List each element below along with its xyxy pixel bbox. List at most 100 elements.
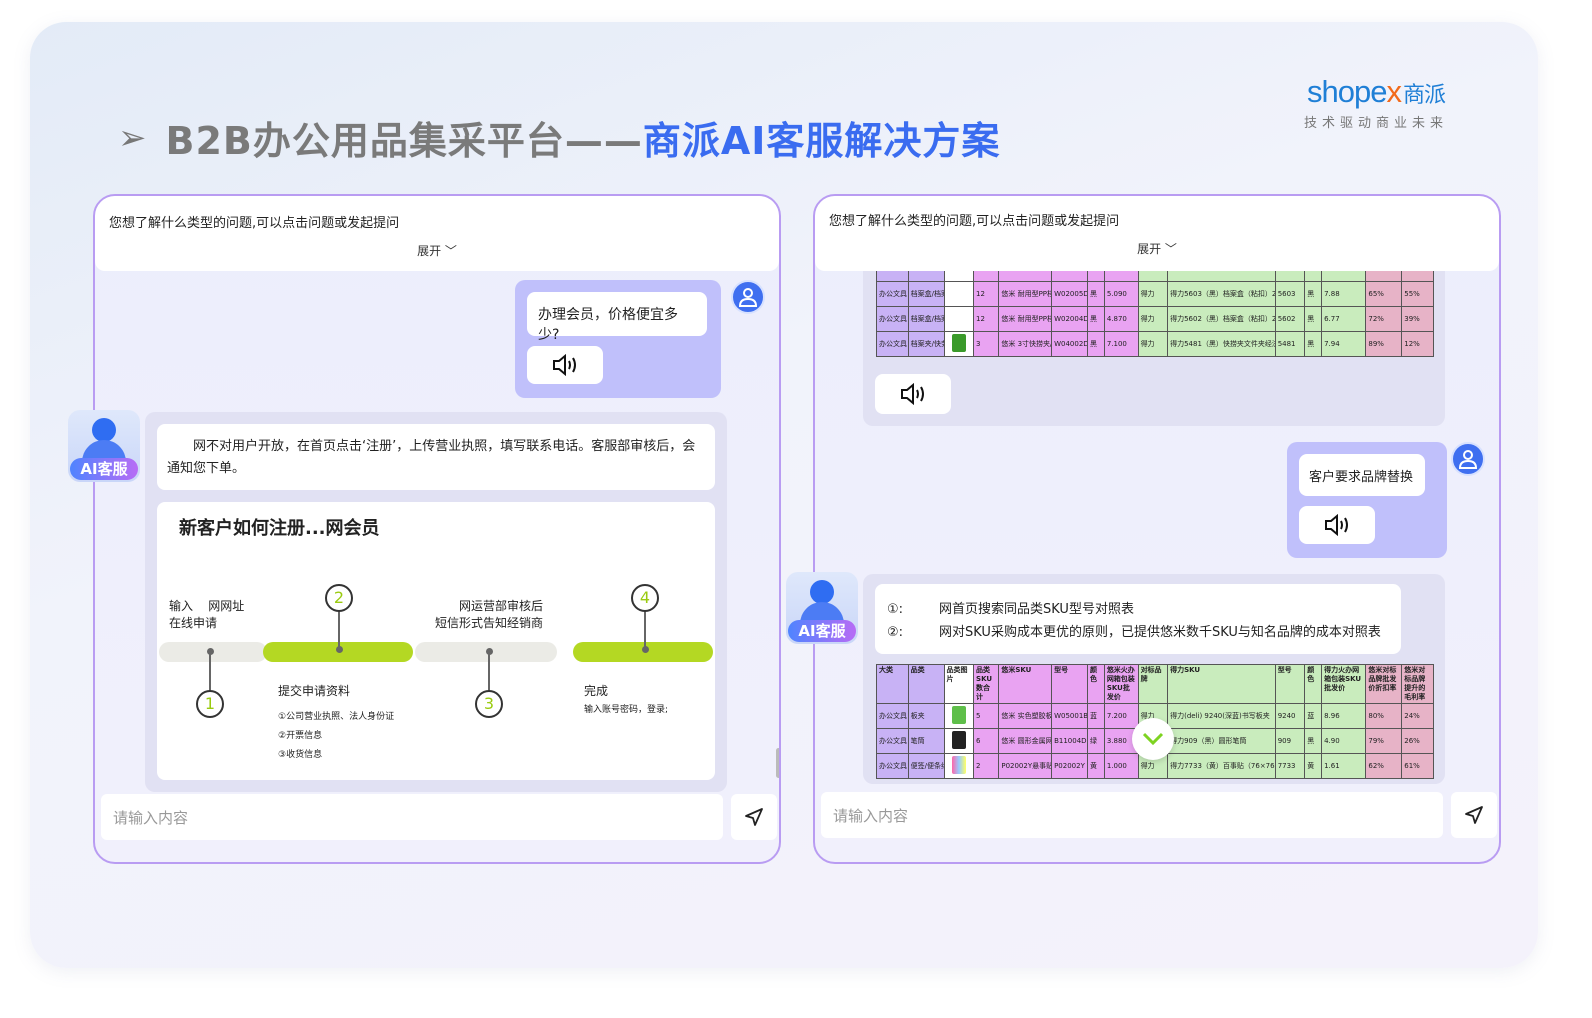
table-cell: 蓝 xyxy=(1304,703,1323,729)
table-cell: 黑 xyxy=(1086,281,1105,307)
column-header: 悠米SKU xyxy=(998,664,1053,704)
table-cell: 黑 xyxy=(1304,331,1323,357)
shopex-logo: shopex商派 技术驱动商业未来 xyxy=(1304,74,1449,131)
user-message-text: 客户要求品牌替换 xyxy=(1299,454,1425,496)
product-image xyxy=(943,703,975,729)
table-cell: 12 xyxy=(973,281,1000,307)
play-audio-button[interactable] xyxy=(527,346,603,384)
send-icon xyxy=(1465,806,1483,824)
table-cell: 7733 xyxy=(1274,753,1306,779)
table-cell xyxy=(943,306,975,332)
prompt-text: 您想了解什么类型的问题,可以点击问题或发起提问 xyxy=(109,216,400,231)
reply-line: 网对SKU采购成本更优的原则，已提供悠米数千SKU与知名品牌的成本对照表 xyxy=(939,625,1381,640)
expand-button[interactable]: 展开 ﹀ xyxy=(95,242,779,259)
play-audio-button[interactable] xyxy=(1299,506,1375,544)
table-cell: 档案盒/档案袋 xyxy=(907,306,945,332)
page-title: ➢ B2B办公用品集采平台——商派AI客服解决方案 xyxy=(118,110,1000,165)
send-icon xyxy=(745,808,763,826)
logo-cn: 商派 xyxy=(1402,82,1446,107)
table-cell: 4.870 xyxy=(1103,306,1139,332)
table-cell: 909 xyxy=(1274,728,1306,754)
step-2-text: 提交申请资料 xyxy=(278,684,351,698)
product-thumbnail xyxy=(951,731,966,749)
table-cell: 蓝 xyxy=(1086,703,1105,729)
column-header: 得力SKU xyxy=(1167,664,1276,704)
step-3-text: 网运营部审核后 短信形式告知经销商 xyxy=(435,599,544,630)
ai-label: AI客服 xyxy=(788,620,856,642)
table-cell: 黑 xyxy=(1304,306,1323,332)
step-dot xyxy=(486,648,493,655)
table-cell: 7.94 xyxy=(1321,331,1367,357)
speaker-icon xyxy=(901,383,924,405)
detail-item: ②开票信息 xyxy=(278,731,323,741)
table-cell: 61% xyxy=(1401,753,1434,779)
table-cell: 1.000 xyxy=(1103,753,1139,779)
table-cell: 得力7733（黄）百事贴（76×76m xyxy=(1167,753,1276,779)
table-cell: 悠米 耐用型PP档 xyxy=(998,281,1053,307)
step-1-text: 输入 网网址 在线申请 xyxy=(169,599,245,630)
step-2-number: 2 xyxy=(325,584,353,612)
table-row: 办公文具便签/便条纸2P02002Y悬事贴P02002Y黄1.000得力得力77… xyxy=(876,753,1434,779)
table-cell: 悠米 实色塑胶板 xyxy=(998,703,1053,729)
arrow-icon: ➢ xyxy=(118,117,148,158)
expand-label: 展开 xyxy=(417,244,442,258)
product-image xyxy=(943,728,975,754)
column-header: 型号 xyxy=(1051,664,1088,704)
table-cell: 2 xyxy=(973,753,1000,779)
question-header: 您想了解什么类型的问题,可以点击问题或发起提问 展开 ﹀ xyxy=(95,196,779,271)
message-input[interactable]: 请输入内容 xyxy=(821,792,1443,838)
table-cell: P02002Y悬事贴 xyxy=(998,753,1053,779)
expand-button[interactable]: 展开 ﹀ xyxy=(815,240,1499,257)
table-cell: 笔筒 xyxy=(907,728,945,754)
column-header: 悠米对标品牌提升的毛利率 xyxy=(1401,664,1434,704)
reply-index: ②: xyxy=(887,625,904,640)
table-cell: 5 xyxy=(973,703,1000,729)
column-header: 颜色 xyxy=(1304,664,1323,704)
table-cell: 80% xyxy=(1365,703,1403,729)
user-icon xyxy=(1458,450,1478,469)
ai-reply-text: 网不对用户开放，在首页点击‘注册’，上传营业执照，填写联系电话。客服部审核后，会… xyxy=(157,424,715,490)
scrollbar[interactable] xyxy=(776,748,779,778)
table-cell: 黄 xyxy=(1086,753,1105,779)
user-avatar xyxy=(1451,442,1485,476)
table-cell: 6.77 xyxy=(1321,306,1367,332)
column-header: 颜色 xyxy=(1086,664,1105,704)
ai-avatar-left: AI客服 xyxy=(68,410,140,482)
column-header: 得力火办网箱包装SKU批发价 xyxy=(1321,664,1367,704)
table-cell: 得力 xyxy=(1137,281,1169,307)
table-cell: 5603 xyxy=(1274,281,1306,307)
user-message-bubble: 客户要求品牌替换 xyxy=(1287,442,1447,558)
step-dot xyxy=(207,648,214,655)
table-cell: 办公文具 xyxy=(876,753,909,779)
table-cell: 5481 xyxy=(1274,331,1306,357)
table-cell: 26% xyxy=(1401,728,1434,754)
detail-item: ③收货信息 xyxy=(278,750,323,760)
send-button[interactable] xyxy=(731,794,777,840)
message-input[interactable]: 请输入内容 xyxy=(101,794,723,840)
scroll-down-button[interactable] xyxy=(1132,718,1174,760)
table-cell: 62% xyxy=(1365,753,1403,779)
column-header: 品类 xyxy=(907,664,945,704)
step-stem xyxy=(338,610,340,650)
table-cell: 89% xyxy=(1365,331,1403,357)
send-button[interactable] xyxy=(1451,792,1497,838)
detail-item: ①公司营业执照、法人身份证 xyxy=(278,712,395,722)
table-cell: 悠米 耐用型PP档 xyxy=(998,306,1053,332)
table-cell: 7.200 xyxy=(1103,703,1139,729)
step-stem xyxy=(209,652,211,694)
expand-label: 展开 xyxy=(1137,242,1162,256)
chevron-down-icon: ﹀ xyxy=(1164,242,1177,256)
table-cell: 12 xyxy=(973,306,1000,332)
reply-line: 网首页搜索同品类SKU型号对照表 xyxy=(939,602,1134,617)
table-cell: B11004D xyxy=(1051,728,1088,754)
table-cell: 得力5481（黑）快捞夹文件夹经济 xyxy=(1167,331,1276,357)
ai-reply-text: ①:网首页搜索同品类SKU型号对照表 ②:网对SKU采购成本更优的原则，已提供悠… xyxy=(875,584,1401,654)
table-cell: 4.90 xyxy=(1321,728,1367,754)
play-audio-button[interactable] xyxy=(875,374,951,414)
